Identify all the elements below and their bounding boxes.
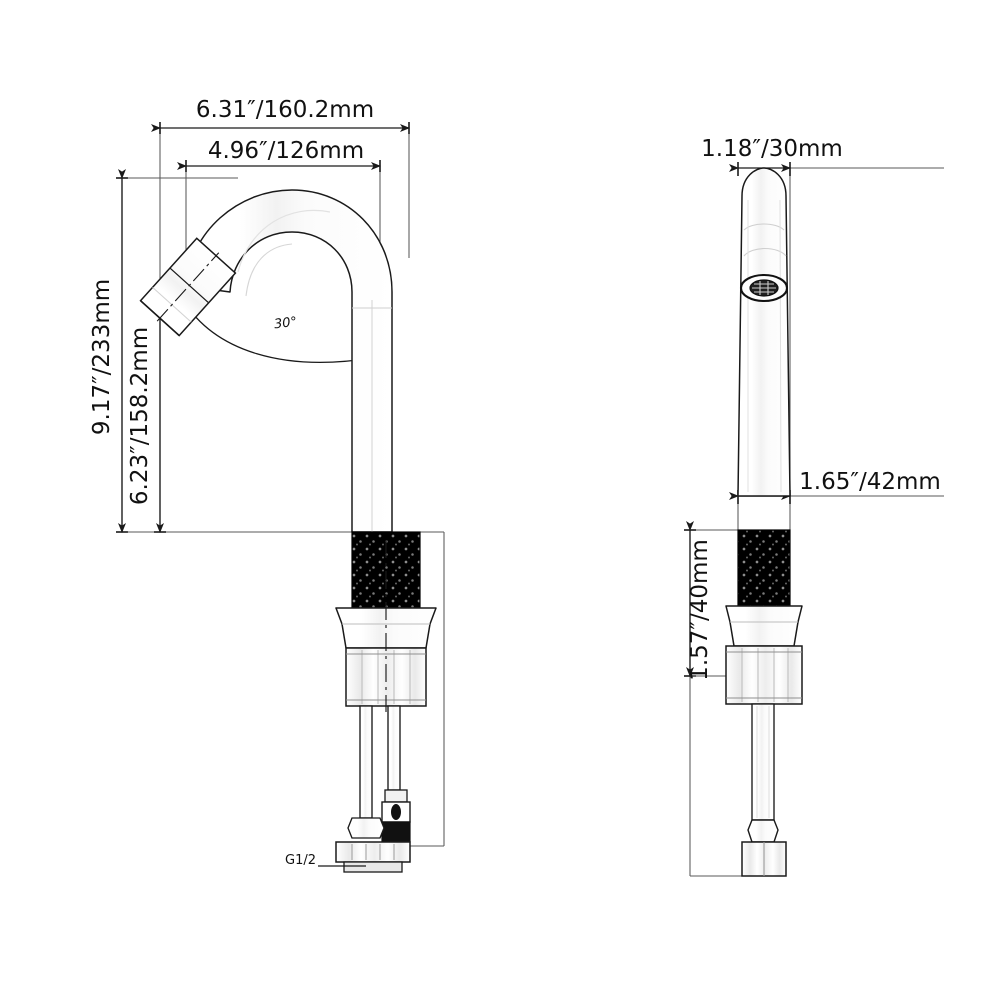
dimension-side-body-width-label: 1.65″/42mm xyxy=(799,469,941,495)
front-view: 6.31″/160.2mm 4.96″/126mm 9.17″/233mm 6.… xyxy=(89,97,445,873)
supply-rod xyxy=(359,705,401,819)
side-inlet-fitting xyxy=(741,819,787,877)
faucet-spout-body xyxy=(185,189,393,533)
thread-callout-g12: G1/2 xyxy=(285,853,366,868)
spout-tip-centerline xyxy=(156,252,220,322)
dimension-side-top-width-label: 1.18″/30mm xyxy=(701,136,843,162)
side-mounting-nut xyxy=(725,645,803,705)
dimension-overall-width-label: 6.31″/160.2mm xyxy=(196,97,374,123)
dimension-side-shank-length-label: 1.57″/40mm xyxy=(687,539,713,681)
angle-label-30deg: 30° xyxy=(273,315,298,333)
inlet-fitting xyxy=(335,817,411,873)
thread-callout-label: G1/2 xyxy=(285,853,316,868)
angle-indicator-30deg: 30° xyxy=(176,292,373,363)
side-supply-rod xyxy=(751,703,775,821)
dimension-overall-height-label: 9.17″/233mm xyxy=(89,279,115,435)
dimension-overall-height: 9.17″/233mm xyxy=(89,169,128,533)
side-extension-lines xyxy=(689,167,944,877)
side-faucet-body xyxy=(737,167,791,497)
dimension-overall-width: 6.31″/160.2mm xyxy=(151,97,410,134)
dimension-spout-reach: 4.96″/126mm xyxy=(177,138,381,172)
inline-connector xyxy=(381,789,411,843)
dimension-side-body-width: 1.65″/42mm xyxy=(729,469,941,504)
side-mounting-flange xyxy=(725,605,803,647)
dimension-spout-height-label: 6.23″/158.2mm xyxy=(127,327,153,505)
aerator-outlet xyxy=(739,273,789,303)
dimension-side-shank-length: 1.57″/40mm xyxy=(684,521,738,681)
side-view: 1.18″/30mm 1.65″/42mm 1.57″/40mm xyxy=(684,136,944,877)
dimension-spout-height: 6.23″/158.2mm xyxy=(127,289,166,533)
spout-tip xyxy=(139,237,237,337)
side-threaded-shank xyxy=(737,529,791,607)
dimension-spout-reach-label: 4.96″/126mm xyxy=(208,138,364,164)
